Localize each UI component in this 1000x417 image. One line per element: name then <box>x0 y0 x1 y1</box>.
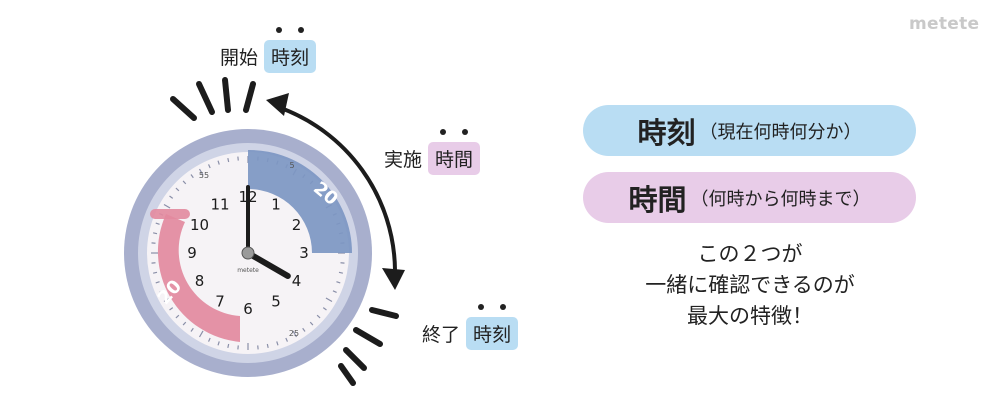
minute-tick <box>276 341 279 346</box>
minute-tick <box>163 203 171 209</box>
minute-tick <box>336 281 341 284</box>
hour-number-8: 8 <box>195 272 205 290</box>
hour-number-11: 11 <box>210 196 229 214</box>
emphasis-dots <box>428 129 480 135</box>
during-label-chip-text: 時間 <box>435 149 474 171</box>
hour-number-3: 3 <box>299 244 309 262</box>
blue-time-band <box>248 149 352 253</box>
hour-number-5: 5 <box>271 292 281 310</box>
emphasis-dots <box>466 304 518 310</box>
minute-tick <box>285 337 289 342</box>
clock-inner-brand: metete <box>237 267 259 274</box>
minute-tick <box>227 343 230 349</box>
minute-tick <box>322 307 327 311</box>
jikan-pill: 時間 （何時から何時まで） <box>583 172 916 223</box>
hour-number-6: 6 <box>243 300 253 318</box>
end-label-chip-text: 時刻 <box>473 324 512 346</box>
hour-number-2: 2 <box>292 216 302 234</box>
minute-label-55: 55 <box>199 171 209 180</box>
minute-tick <box>302 327 306 332</box>
during-time-label: 実施 時間 <box>384 129 481 175</box>
minute-tick <box>338 271 344 274</box>
minute-tick <box>175 314 180 319</box>
minute-tick <box>198 168 204 176</box>
minute-tick <box>182 180 187 185</box>
hour-number-7: 7 <box>215 292 225 310</box>
minute-tick <box>169 195 174 199</box>
minute-tick <box>159 290 164 294</box>
minute-tick <box>169 307 174 311</box>
minute-tick <box>163 297 171 303</box>
description-line-1: この２つが <box>697 242 803 266</box>
minute-tick <box>266 343 269 349</box>
minute-tick <box>292 330 298 338</box>
minute-tick <box>155 281 160 284</box>
hour-number-4: 4 <box>292 272 302 290</box>
start-label-chip-text: 時刻 <box>271 47 310 69</box>
emphasis-dots <box>264 27 316 33</box>
minute-tick <box>190 174 194 179</box>
feature-description: この２つが 一緒に確認できるのが 最大の特徴！ <box>600 239 900 332</box>
hour-number-9: 9 <box>187 244 197 262</box>
minute-tick <box>332 290 337 294</box>
metete-logo: metete <box>909 14 980 34</box>
start-burst-icon <box>170 77 256 121</box>
minute-tick <box>309 321 314 326</box>
hour-number-10: 10 <box>190 216 209 234</box>
hour-hand <box>245 250 291 279</box>
minute-tick <box>175 187 180 192</box>
jikoku-pill-sub: （現在何時何分か） <box>699 121 862 143</box>
during-label-chip: 時間 <box>428 129 481 175</box>
minute-tick <box>217 160 220 165</box>
minute-tick <box>152 232 158 235</box>
minute-tick <box>207 164 211 169</box>
minute-label-5: 5 <box>289 161 294 170</box>
jikoku-pill: 時刻 （現在何時何分か） <box>583 105 916 156</box>
start-time-label: 開始 時刻 <box>220 27 317 73</box>
minute-tick <box>207 337 211 342</box>
description-line-3: 最大の特徴！ <box>687 304 813 328</box>
jikan-pill-sub: （何時から何時まで） <box>690 188 871 210</box>
minute-tick <box>190 327 194 332</box>
minute-tick <box>325 297 333 303</box>
hour-number-1: 1 <box>271 196 281 214</box>
clock-hands <box>245 185 291 279</box>
pink-time-band <box>157 214 240 342</box>
minute-tick <box>198 330 204 338</box>
wall-clock: 121234567891011 <box>124 129 372 377</box>
description-line-2: 一緒に確認できるのが <box>645 273 855 297</box>
elapsed-arrow-icon <box>266 93 405 290</box>
minute-label-25: 25 <box>289 329 299 338</box>
minute-tick <box>217 341 220 346</box>
during-label-prefix: 実施 <box>384 149 423 171</box>
minute-tick <box>152 271 158 274</box>
start-label-prefix: 開始 <box>220 47 259 69</box>
start-label-chip: 時刻 <box>264 27 317 73</box>
end-label-prefix: 終了 <box>422 324 461 346</box>
minute-tick <box>227 157 230 163</box>
end-burst-icon <box>338 307 399 386</box>
jikoku-pill-main: 時刻 <box>637 115 696 150</box>
end-label-chip: 時刻 <box>466 304 519 350</box>
minute-tick <box>155 222 160 225</box>
clock-center-cap <box>241 246 255 260</box>
end-time-label: 終了 時刻 <box>422 304 519 350</box>
hour-numbers: 121234567891011 <box>187 188 309 318</box>
minute-tick <box>182 321 187 326</box>
jikan-pill-main: 時間 <box>628 182 687 217</box>
minute-tick <box>316 314 321 319</box>
